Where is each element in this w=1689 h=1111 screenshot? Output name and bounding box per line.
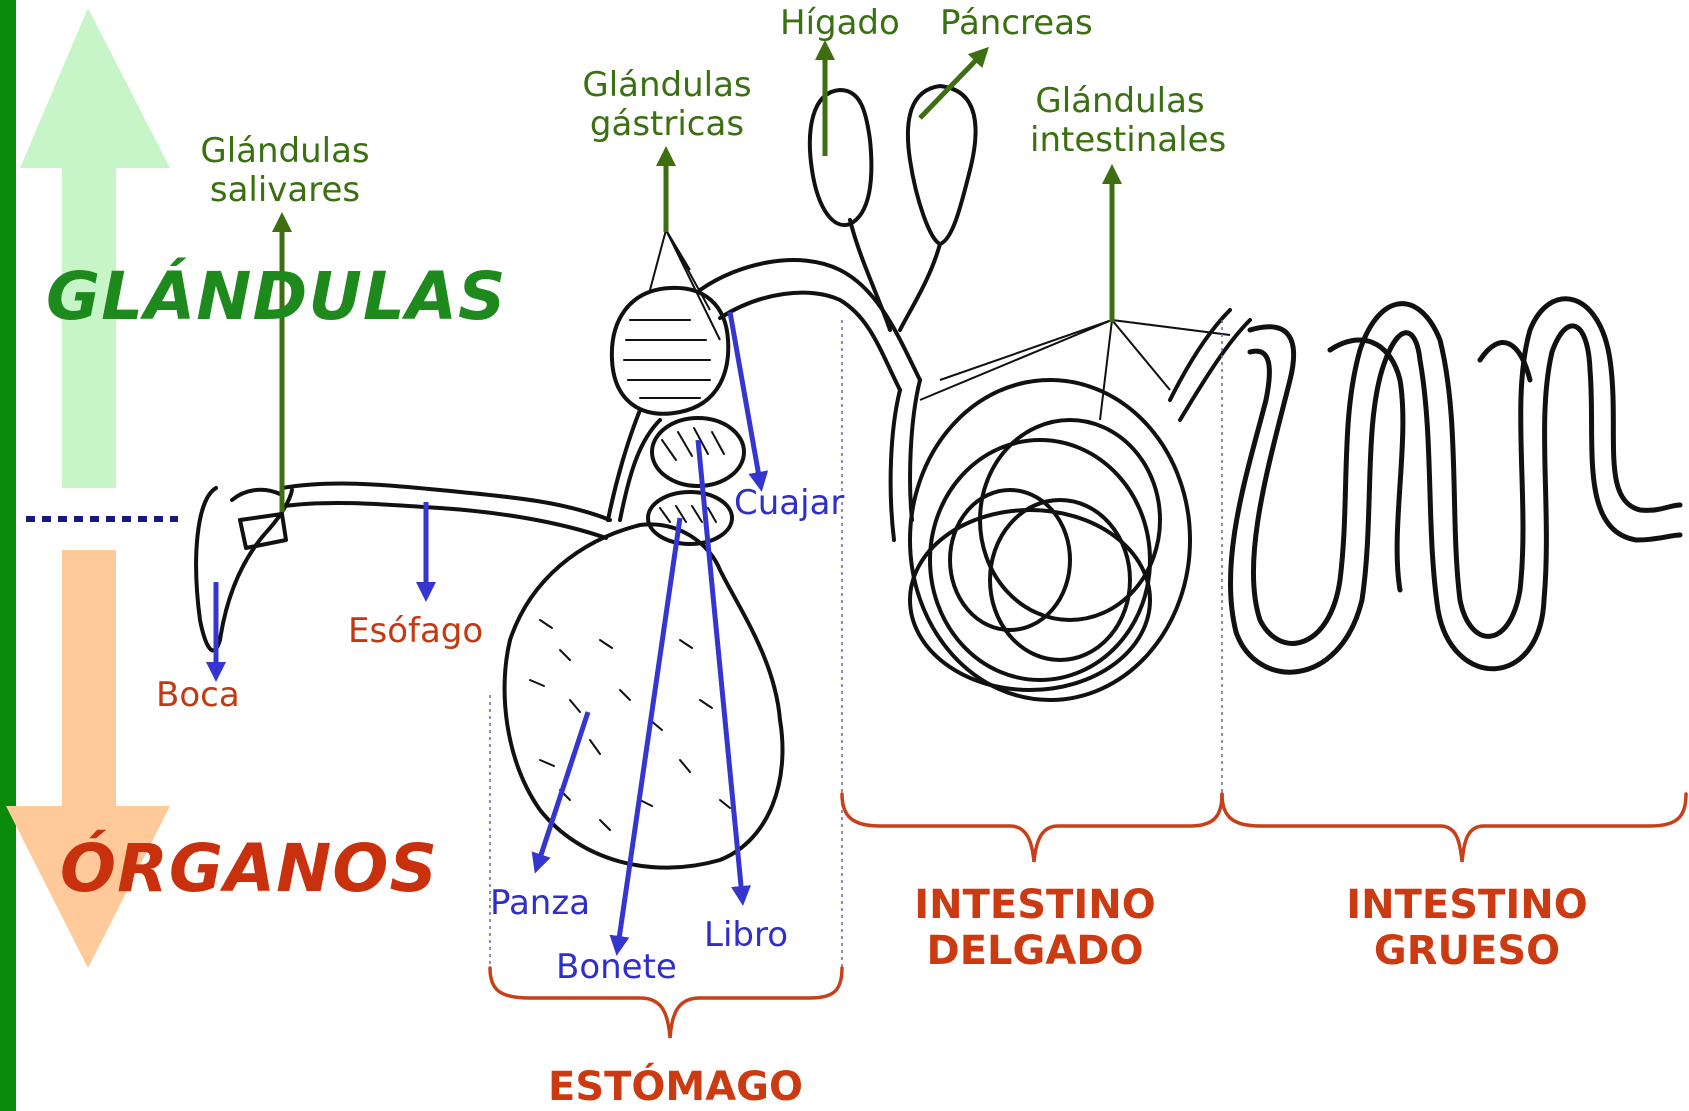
left-edge-bar bbox=[0, 0, 16, 1111]
digestive-tract-drawing bbox=[196, 86, 1680, 868]
arrow-bonete bbox=[618, 518, 680, 946]
organos-axis-label: ÓRGANOS bbox=[60, 830, 438, 907]
label-intestino-delgado: INTESTINO DELGADO bbox=[900, 882, 1170, 974]
glandulas-axis-label: GLÁNDULAS bbox=[46, 258, 507, 335]
label-glandulas-intestinales-line2: intestinales bbox=[1030, 121, 1210, 160]
label-intestino-grueso-line2: GRUESO bbox=[1332, 928, 1602, 974]
label-higado: Hígado bbox=[780, 4, 900, 43]
label-glandulas-gastricas-line1: Glándulas bbox=[582, 66, 752, 105]
label-libro: Libro bbox=[704, 916, 788, 955]
label-intestino-delgado-line1: INTESTINO bbox=[900, 882, 1170, 928]
brace-intestino-grueso bbox=[1222, 794, 1686, 862]
arrow-panza bbox=[538, 712, 588, 864]
label-pancreas: Páncreas bbox=[940, 4, 1093, 43]
label-glandulas-salivares-line1: Glándulas bbox=[200, 132, 370, 171]
label-intestino-grueso-line1: INTESTINO bbox=[1332, 882, 1602, 928]
label-intestino-grueso: INTESTINO GRUESO bbox=[1332, 882, 1602, 974]
glands-up-arrow bbox=[20, 8, 170, 488]
section-dividers bbox=[490, 320, 1222, 970]
label-glandulas-salivares: Glándulas salivares bbox=[200, 132, 370, 210]
label-estomago: ESTÓMAGO bbox=[548, 1064, 798, 1110]
brace-intestino-delgado bbox=[842, 794, 1222, 862]
label-glandulas-gastricas-line2: gástricas bbox=[582, 105, 752, 144]
label-cuajar: Cuajar bbox=[734, 484, 844, 523]
label-intestino-delgado-line2: DELGADO bbox=[900, 928, 1170, 974]
label-panza: Panza bbox=[490, 884, 590, 923]
label-boca: Boca bbox=[156, 676, 240, 715]
label-esofago: Esófago bbox=[348, 612, 483, 651]
gland-pointer-lines bbox=[650, 230, 1230, 420]
label-bonete: Bonete bbox=[556, 948, 677, 987]
label-glandulas-salivares-line2: salivares bbox=[200, 171, 370, 210]
label-glandulas-intestinales: Glándulas intestinales bbox=[1030, 82, 1210, 160]
label-glandulas-intestinales-line1: Glándulas bbox=[1030, 82, 1210, 121]
label-glandulas-gastricas: Glándulas gástricas bbox=[582, 66, 752, 144]
